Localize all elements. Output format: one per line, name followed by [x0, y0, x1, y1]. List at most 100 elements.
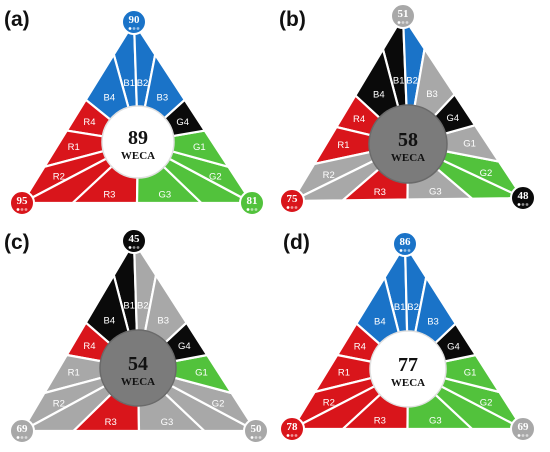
vertex-dot-icon	[20, 436, 24, 439]
segment-label-g1: G1	[464, 368, 477, 379]
segment-label-b3: B3	[427, 317, 439, 328]
vertex-circle-left	[9, 190, 35, 216]
segment-label-b3: B3	[426, 89, 438, 100]
segment-label-g4: G4	[178, 341, 191, 352]
vertex-value-right: 69	[518, 421, 530, 433]
segment-label-r3: R3	[374, 187, 386, 198]
vertex-dot-icon	[132, 246, 136, 249]
center-value: 54	[128, 353, 148, 375]
segment-label-r1: R1	[68, 142, 80, 153]
segment-label-b1: B1	[393, 76, 405, 87]
vertex-circle-top	[392, 231, 418, 257]
vertex-circle-top	[390, 3, 416, 29]
panel-label: (b)	[279, 8, 306, 31]
vertex-dot-icon	[16, 436, 20, 439]
center-caption: WECA	[121, 376, 155, 388]
center-circle	[99, 329, 177, 407]
vertex-value-right: 50	[251, 423, 263, 435]
segment-label-b1: B1	[123, 78, 135, 89]
vertex-circle-left	[279, 188, 305, 214]
vertex-dot-icon	[401, 21, 405, 24]
vertex-value-left: 69	[17, 423, 29, 435]
segment-label-g3: G3	[429, 186, 442, 197]
segment-label-r3: R3	[103, 190, 115, 201]
segment-label-b2: B2	[406, 75, 418, 86]
segment-label-r1: R1	[68, 368, 80, 379]
segment-label-b1: B1	[394, 302, 406, 313]
center-value: 77	[398, 354, 418, 376]
segment-label-b2: B2	[407, 302, 419, 313]
vertex-dot-icon	[405, 21, 409, 24]
segment-label-r2: R2	[323, 170, 335, 181]
vertex-dot-icon	[128, 246, 132, 249]
vertex-value-top: 86	[400, 236, 412, 248]
vertex-dot-icon	[254, 208, 258, 211]
center-value: 58	[398, 129, 418, 151]
vertex-circle-top	[121, 228, 147, 254]
segment-label-r4: R4	[83, 117, 95, 128]
vertex-dot-icon	[246, 208, 250, 211]
vertex-dot-icon	[254, 436, 258, 439]
segment-label-g1: G1	[195, 368, 208, 379]
vertex-circle-left	[279, 416, 305, 442]
center-value: 89	[128, 127, 148, 149]
segment-label-b3: B3	[156, 92, 168, 103]
vertex-dot-icon	[250, 208, 254, 211]
vertex-dot-icon	[517, 203, 521, 206]
vertex-value-right: 81	[247, 195, 258, 207]
vertex-value-top: 90	[129, 14, 141, 26]
segment-label-r2: R2	[53, 398, 65, 409]
segment-label-b4: B4	[103, 315, 115, 326]
panel-label: (c)	[4, 231, 30, 254]
center-caption: WECA	[121, 150, 155, 162]
segment-label-r2: R2	[323, 397, 335, 408]
segment-label-r1: R1	[338, 368, 350, 379]
segment-label-r3: R3	[105, 417, 117, 428]
vertex-dot-icon	[294, 434, 298, 437]
segment-label-g2: G2	[209, 171, 222, 182]
vertex-dot-icon	[286, 206, 290, 209]
segment-label-b3: B3	[157, 315, 169, 326]
segment-label-g2: G2	[480, 397, 493, 408]
segment-label-r4: R4	[354, 342, 366, 353]
vertex-dot-icon	[250, 436, 254, 439]
panel-label: (d)	[283, 231, 310, 254]
segment-label-b4: B4	[103, 92, 115, 103]
vertex-dot-icon	[403, 249, 407, 252]
segment-label-b2: B2	[137, 78, 149, 89]
vertex-dot-icon	[521, 203, 525, 206]
vertex-dot-icon	[128, 27, 132, 30]
segment-label-g1: G1	[463, 139, 476, 150]
vertex-dot-icon	[399, 249, 403, 252]
center-circle	[368, 104, 448, 184]
vertex-circle-right	[510, 416, 536, 442]
vertex-dot-icon	[20, 208, 24, 211]
vertex-dot-icon	[397, 21, 401, 24]
vertex-dot-icon	[407, 249, 411, 252]
vertex-dot-icon	[525, 434, 529, 437]
vertex-dot-icon	[24, 208, 28, 211]
segment-label-g3: G3	[161, 417, 174, 428]
vertex-dot-icon	[294, 206, 298, 209]
vertex-dot-icon	[517, 434, 521, 437]
vertex-value-left: 75	[287, 193, 299, 205]
vertex-value-left: 95	[17, 195, 29, 207]
vertex-dot-icon	[16, 208, 20, 211]
segment-label-g4: G4	[447, 342, 460, 353]
vertex-dot-icon	[258, 436, 262, 439]
segment-label-r1: R1	[337, 140, 349, 151]
segment-label-g1: G1	[193, 142, 206, 153]
segment-label-g4: G4	[176, 117, 189, 128]
vertex-circle-top	[121, 9, 147, 35]
vertex-circle-left	[9, 418, 35, 444]
segment-label-g2: G2	[212, 398, 225, 409]
vertex-dot-icon	[290, 206, 294, 209]
segment-label-b1: B1	[123, 300, 135, 311]
vertex-dot-icon	[521, 434, 525, 437]
vertex-dot-icon	[136, 246, 140, 249]
segment-label-b2: B2	[137, 300, 149, 311]
